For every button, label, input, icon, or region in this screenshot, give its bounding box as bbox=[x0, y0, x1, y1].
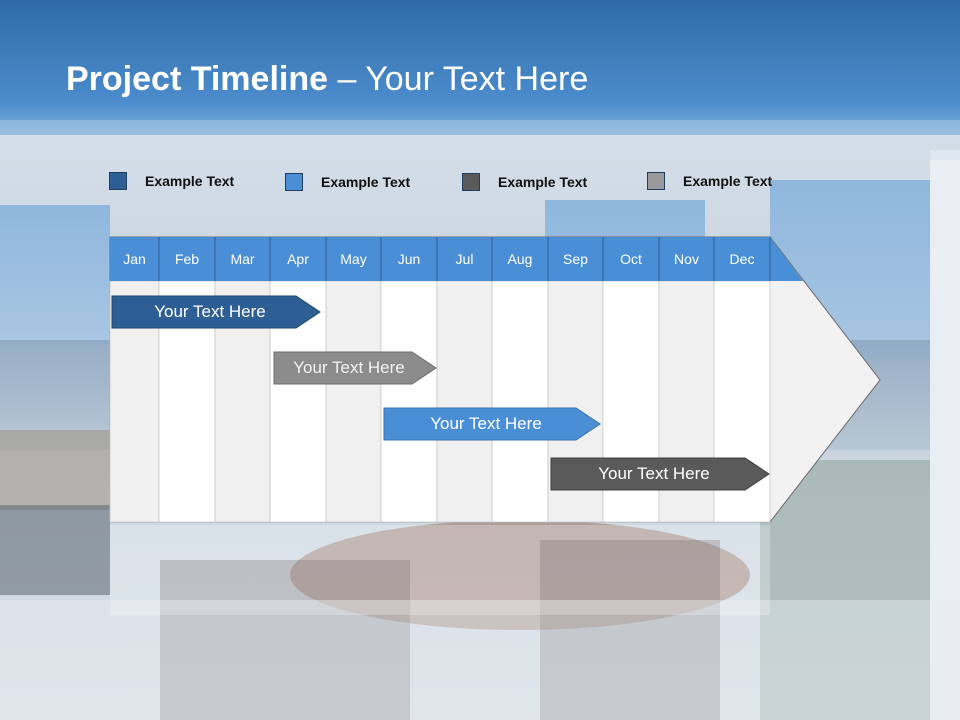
legend-item: Example Text bbox=[109, 170, 234, 192]
month-column bbox=[436, 280, 493, 523]
month-column bbox=[325, 280, 382, 523]
month-label: Jul bbox=[455, 251, 474, 267]
legend-label: Example Text bbox=[145, 173, 235, 189]
task-bar-3 bbox=[383, 407, 601, 441]
legend-swatch bbox=[462, 173, 480, 191]
month-column bbox=[491, 280, 549, 523]
month-label: Apr bbox=[287, 251, 309, 267]
task-bar-4 bbox=[550, 457, 770, 491]
page-title: Project Timeline – Your Text Here bbox=[66, 60, 588, 99]
legend-swatch bbox=[109, 172, 127, 190]
month-header bbox=[110, 237, 803, 281]
month-label: Nov bbox=[674, 251, 699, 267]
title-rest: – Your Text Here bbox=[328, 60, 589, 98]
legend-label: Example Text bbox=[321, 174, 411, 190]
month-label: Aug bbox=[507, 251, 533, 267]
month-label: Oct bbox=[620, 251, 642, 267]
task-label-3[interactable]: Your Text Here bbox=[430, 414, 542, 433]
month-label: Dec bbox=[729, 251, 755, 267]
month-label: Jun bbox=[397, 251, 421, 267]
month-label: Mar bbox=[230, 251, 255, 267]
month-label: Feb bbox=[174, 251, 200, 267]
month-label: May bbox=[340, 251, 367, 267]
month-label: Sep bbox=[563, 251, 588, 267]
task-label-4[interactable]: Your Text Here bbox=[598, 464, 710, 483]
legend-item: Example Text bbox=[285, 171, 410, 193]
legend-label: Example Text bbox=[683, 173, 773, 189]
task-label-2[interactable]: Your Text Here bbox=[293, 358, 405, 377]
month-label: Jan bbox=[123, 251, 146, 267]
legend-label: Example Text bbox=[498, 174, 588, 190]
legend-swatch bbox=[647, 172, 665, 190]
legend-swatch bbox=[285, 173, 303, 191]
task-bar-1 bbox=[111, 295, 321, 329]
title-bold: Project Timeline bbox=[66, 60, 329, 98]
legend-item: Example Text bbox=[647, 170, 772, 192]
chart-reflection bbox=[110, 525, 770, 615]
task-bar-2 bbox=[273, 351, 437, 385]
task-label-1[interactable]: Your Text Here bbox=[154, 302, 266, 321]
legend-item: Example Text bbox=[462, 171, 587, 193]
month-column bbox=[380, 280, 438, 523]
